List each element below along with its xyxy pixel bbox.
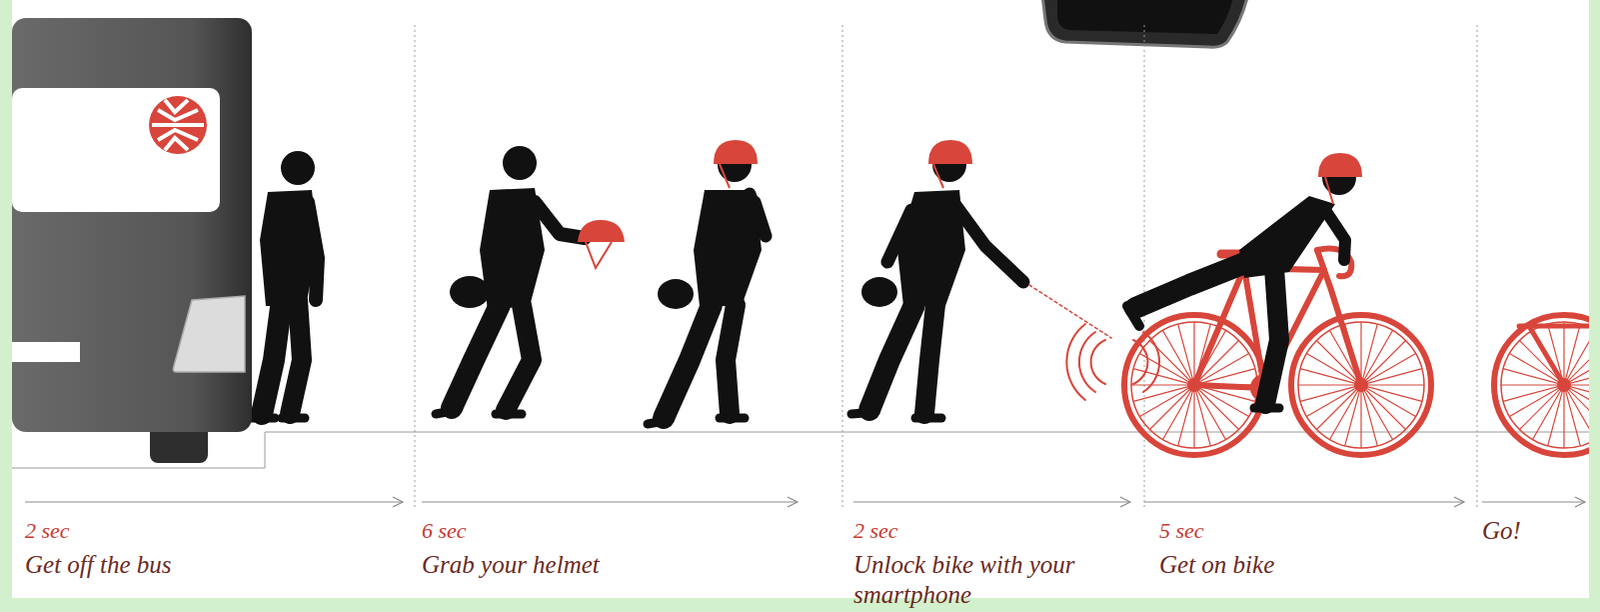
helmet — [585, 241, 612, 268]
bicycle — [1519, 325, 1600, 385]
step-label: Get on bike — [1159, 549, 1460, 580]
go-label: Go! — [1482, 515, 1583, 546]
person-silhouette — [749, 193, 766, 236]
page-frame — [0, 0, 12, 612]
smartphone-illustration — [1039, 0, 1252, 47]
bus — [11, 341, 80, 362]
person-silhouette — [435, 409, 458, 414]
person-silhouette — [719, 413, 745, 423]
person-silhouette — [1127, 305, 1140, 326]
person-silhouette — [451, 304, 500, 408]
page-frame — [1589, 0, 1600, 612]
canvas-background — [11, 0, 1590, 598]
bicycle — [1124, 248, 1432, 456]
timeline-arrow — [24, 501, 1586, 503]
person-silhouette — [861, 276, 898, 307]
person-silhouette — [851, 147, 1024, 418]
helmet — [933, 163, 944, 188]
person-silhouette — [955, 204, 1024, 282]
person-silhouette — [495, 409, 522, 419]
unlock-signal — [1029, 284, 1112, 338]
person-silhouette — [435, 145, 585, 414]
person-silhouette — [647, 147, 766, 424]
step-divider — [1477, 24, 1479, 510]
person-silhouette — [1127, 160, 1357, 408]
unlock-signal — [1079, 331, 1096, 392]
step-duration: 5 sec — [1159, 517, 1360, 544]
step-divider — [414, 24, 1478, 510]
helmet — [1318, 152, 1363, 177]
person-silhouette — [534, 201, 585, 238]
person-silhouette — [1265, 267, 1280, 404]
bicycle — [1317, 249, 1362, 385]
smartphone-illustration — [1039, 0, 1252, 47]
person-silhouette — [1254, 403, 1280, 413]
step-duration: 2 sec — [853, 517, 1054, 544]
bicycle — [1529, 325, 1565, 385]
step-label: Grab your helmet — [421, 549, 792, 580]
ground-line — [11, 431, 1590, 468]
helmet — [577, 219, 625, 242]
bicycle — [1494, 314, 1600, 455]
ground-line — [264, 431, 1590, 433]
helmet — [1325, 176, 1334, 204]
unlock-signal — [1066, 323, 1086, 400]
person-silhouette — [657, 278, 694, 309]
step-label: Get off the bus — [24, 549, 395, 580]
timeline-arrow — [1482, 501, 1586, 503]
person-silhouette — [887, 209, 912, 262]
page-frame — [0, 597, 1600, 612]
timeline-arrow — [1144, 501, 1465, 503]
person-silhouette — [307, 201, 318, 300]
person-silhouette — [869, 304, 915, 410]
timeline-arrow — [421, 501, 798, 503]
person-silhouette — [289, 299, 302, 414]
person-silhouette — [249, 150, 318, 418]
unlock-signal — [1143, 331, 1160, 392]
bus — [172, 295, 245, 372]
person-silhouette — [1135, 261, 1248, 308]
step-divider — [414, 24, 416, 510]
step-label: Unlock bike with your smartphone — [853, 549, 1126, 610]
step-duration: 2 sec — [24, 517, 225, 544]
helmet — [928, 139, 973, 188]
person-silhouette — [449, 275, 490, 308]
smartphone-illustration — [1057, 0, 1238, 34]
bus — [151, 99, 204, 150]
timeline-arrow — [24, 501, 403, 503]
step-divider — [842, 24, 844, 510]
person-silhouette — [663, 304, 712, 418]
ground-line — [11, 431, 265, 468]
helmet — [713, 139, 758, 188]
bus — [11, 87, 220, 212]
person-silhouette — [647, 419, 670, 424]
person-silhouette — [280, 150, 315, 185]
person-silhouette — [725, 304, 736, 414]
step-duration: 6 sec — [421, 517, 622, 544]
bus — [148, 95, 207, 154]
person-silhouette — [502, 145, 537, 180]
helmet — [713, 139, 758, 164]
timeline-arrow — [853, 501, 1131, 503]
bicycle — [1494, 314, 1600, 455]
person-silhouette — [1325, 209, 1346, 260]
helmet — [1318, 152, 1363, 204]
helmet — [577, 219, 625, 268]
bus — [11, 17, 252, 432]
person-silhouette — [915, 413, 942, 423]
helmet — [719, 163, 730, 188]
unlock-signal — [1091, 339, 1106, 384]
person-silhouette — [281, 413, 305, 423]
bus — [11, 17, 252, 463]
person-silhouette — [249, 413, 275, 423]
person-silhouette — [851, 411, 876, 414]
person-silhouette — [259, 189, 318, 306]
person-silhouette — [261, 299, 282, 414]
person-silhouette — [924, 304, 936, 414]
person-silhouette — [505, 304, 532, 410]
helmet — [928, 139, 973, 164]
